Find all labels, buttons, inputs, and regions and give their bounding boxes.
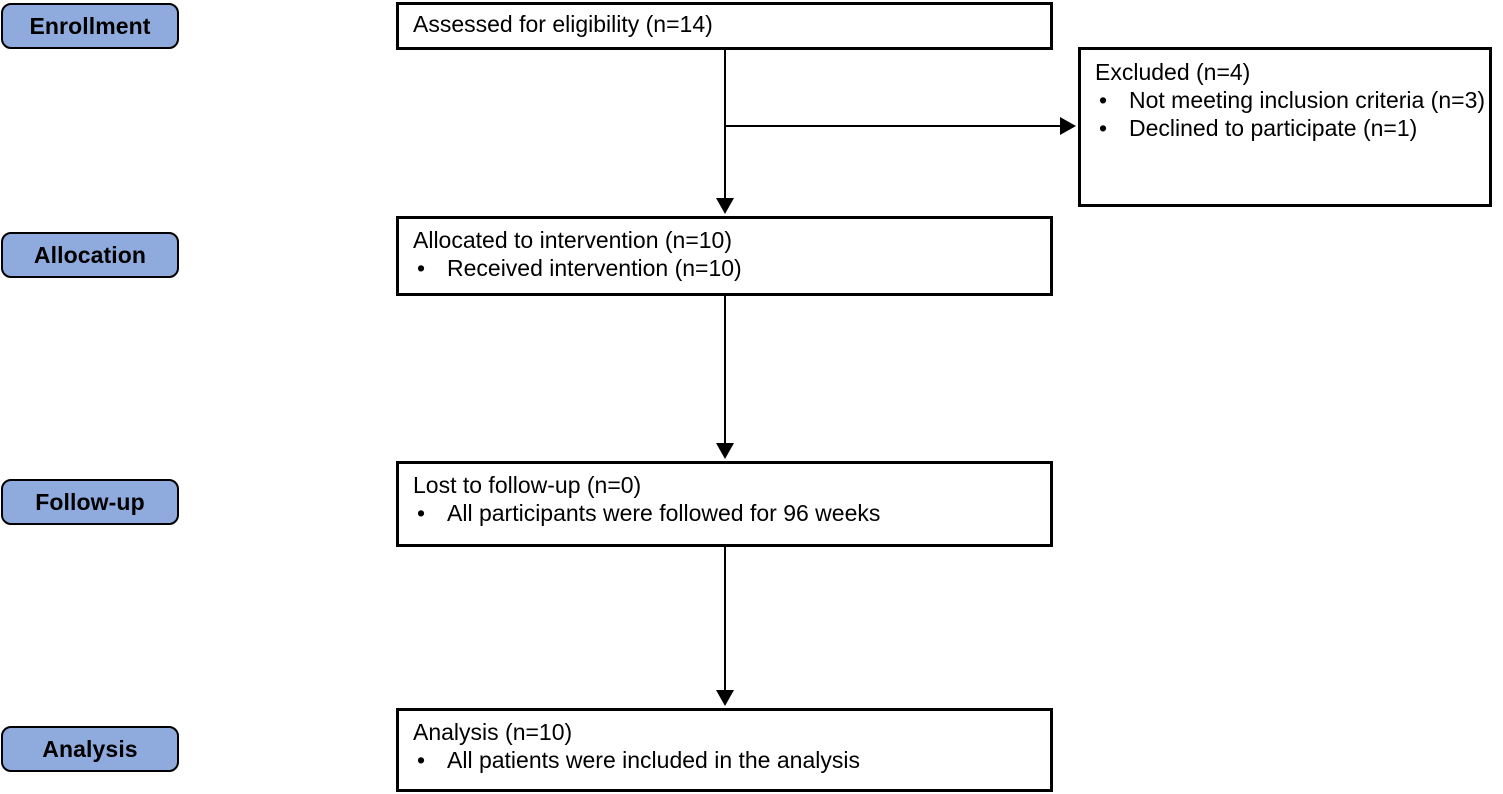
stage-label-follow-up: Follow-up — [1, 479, 179, 525]
box-lost-to-follow-up: Lost to follow-up (n=0) • All participan… — [396, 461, 1053, 547]
box-assessed-heading: Assessed for eligibility (n=14) — [413, 11, 713, 37]
box-excluded-bullet-1: • Not meeting inclusion criteria (n=3) — [1095, 86, 1489, 114]
box-allocated-heading: Allocated to intervention (n=10) — [413, 227, 733, 253]
stage-label-analysis: Analysis — [1, 726, 179, 772]
stage-label-enrollment-text: Enrollment — [29, 12, 151, 39]
connector-enrollment-to-allocation-arrowhead — [716, 198, 734, 214]
bullet-icon: • — [1099, 87, 1108, 114]
box-allocated-bullet-1-text: Received intervention (n=10) — [447, 255, 742, 282]
stage-label-analysis-text: Analysis — [42, 735, 138, 762]
connector-followup-to-analysis-line — [724, 547, 726, 691]
box-analysis-bullet-1: • All patients were included in the anal… — [413, 746, 1050, 774]
box-followup-heading: Lost to follow-up (n=0) — [413, 472, 642, 498]
box-assessed-for-eligibility: Assessed for eligibility (n=14) — [396, 2, 1053, 50]
box-excluded: Excluded (n=4) • Not meeting inclusion c… — [1078, 47, 1492, 207]
connector-enrollment-to-excluded-line — [724, 125, 1062, 127]
stage-label-allocation: Allocation — [1, 232, 179, 278]
stage-label-follow-up-text: Follow-up — [35, 488, 145, 515]
box-followup-bullet-1-text: All participants were followed for 96 we… — [447, 500, 881, 527]
connector-enrollment-to-excluded-arrowhead — [1060, 117, 1076, 135]
box-analysis-bullet-1-text: All patients were included in the analys… — [447, 747, 860, 774]
stage-label-allocation-text: Allocation — [33, 241, 147, 268]
bullet-icon: • — [417, 500, 426, 527]
box-excluded-bullet-1-text: Not meeting inclusion criteria (n=3) — [1129, 87, 1486, 114]
box-allocated-to-intervention: Allocated to intervention (n=10) • Recei… — [396, 216, 1053, 296]
connector-allocation-to-followup-arrowhead — [716, 443, 734, 459]
box-excluded-heading: Excluded (n=4) — [1095, 59, 1251, 85]
bullet-icon: • — [417, 255, 426, 282]
box-excluded-bullet-2: • Declined to participate (n=1) — [1095, 114, 1489, 142]
connector-followup-to-analysis-arrowhead — [716, 690, 734, 706]
box-followup-bullet-1: • All participants were followed for 96 … — [413, 499, 1050, 527]
bullet-icon: • — [1099, 115, 1108, 142]
connector-allocation-to-followup-line — [724, 296, 726, 444]
stage-label-enrollment: Enrollment — [1, 3, 179, 49]
box-analysis: Analysis (n=10) • All patients were incl… — [396, 708, 1053, 792]
bullet-icon: • — [417, 747, 426, 774]
box-excluded-bullet-2-text: Declined to participate (n=1) — [1129, 115, 1418, 142]
box-allocated-bullet-1: • Received intervention (n=10) — [413, 254, 1050, 282]
box-analysis-heading: Analysis (n=10) — [413, 719, 573, 745]
